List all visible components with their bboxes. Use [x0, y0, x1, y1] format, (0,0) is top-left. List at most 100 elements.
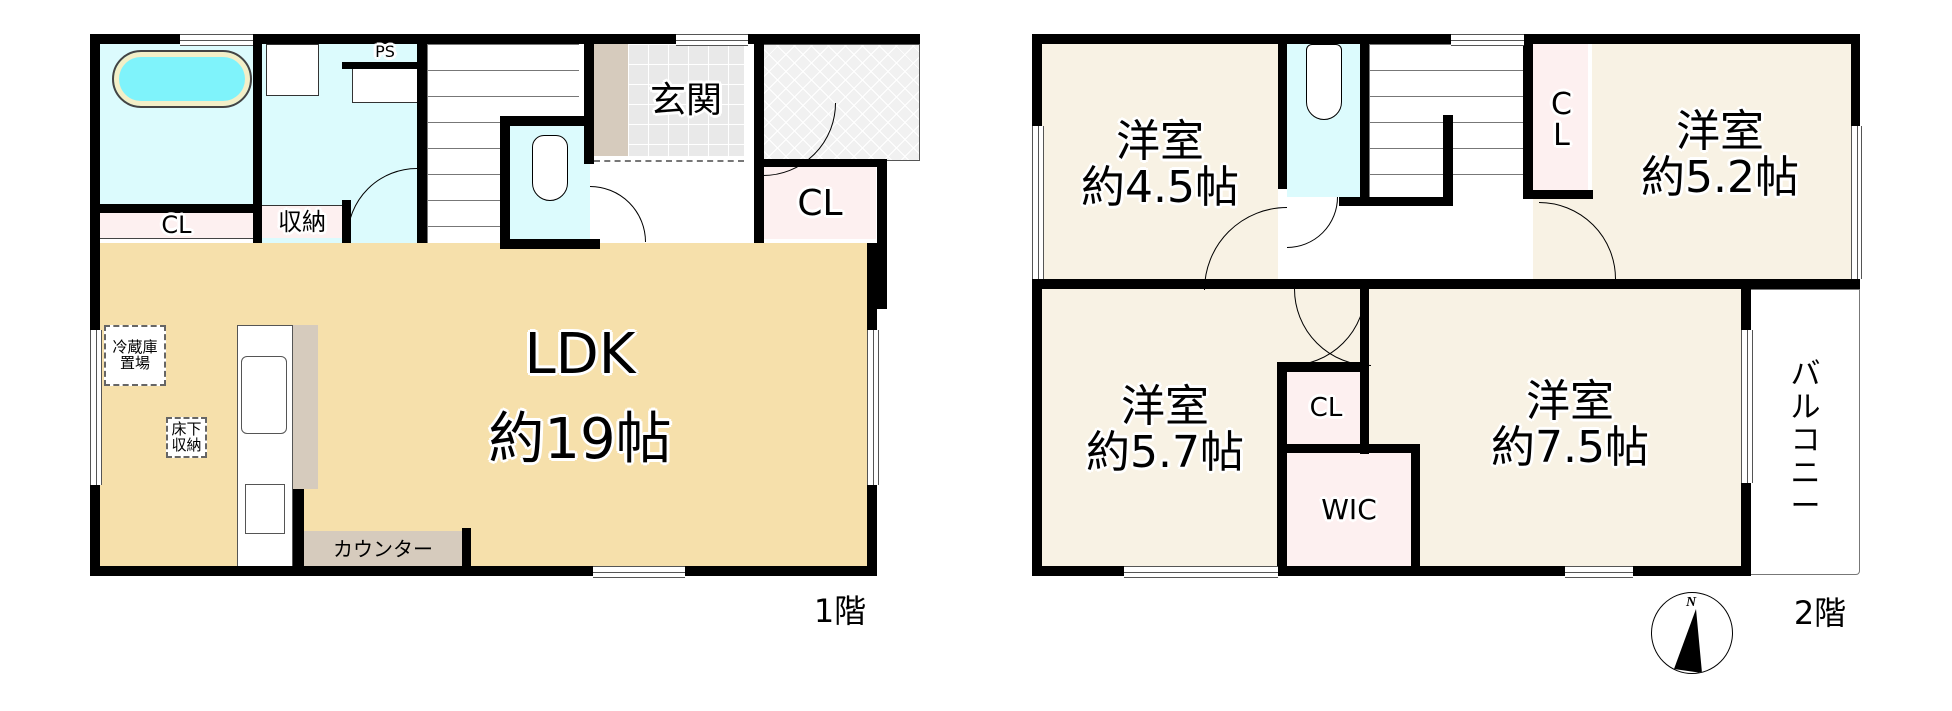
wall [754, 44, 764, 243]
room-7-5-text: 洋室 約7.5帖 [1491, 375, 1649, 473]
wall [1443, 115, 1453, 206]
walk-in-closet [1287, 453, 1411, 566]
window [676, 34, 748, 46]
wall [1277, 444, 1411, 453]
room-label-balcony: バ ル コ ニ ー [1751, 330, 1860, 550]
wall [1360, 34, 1369, 206]
door-swing[interactable] [1539, 202, 1616, 279]
genkan-area [628, 44, 744, 156]
ldk-size: 約19帖 [488, 406, 672, 472]
wic-label: WIC [1321, 492, 1377, 526]
window [1032, 126, 1044, 279]
door-swing[interactable] [1204, 207, 1287, 290]
storage-room [262, 205, 342, 238]
underfloor-label: 床下 収納 [171, 419, 202, 454]
window [90, 330, 102, 485]
wall [754, 159, 887, 167]
closet-entry-label: CL [797, 183, 843, 225]
genkan-label: 玄関 [649, 80, 722, 122]
counter-area [304, 531, 462, 568]
wall [90, 204, 262, 213]
window [180, 34, 253, 46]
floor2-caption-text: 2階 [1793, 594, 1847, 633]
fridge-space-label: 冷蔵庫 置場 [106, 327, 164, 384]
room-5-7-text: 洋室 約5.7帖 [1086, 380, 1244, 478]
toilet-bowl-2f [1306, 44, 1342, 120]
closet-b [1533, 44, 1590, 199]
room-label-ps: PS [352, 42, 418, 62]
wall [1277, 362, 1369, 372]
genkan-shoe-storage [594, 44, 628, 156]
room-label-closet-c: CL [1287, 372, 1365, 445]
wall [1032, 566, 1751, 576]
wall [1277, 362, 1287, 576]
room-label-5-2: 洋室 約5.2帖 [1600, 100, 1840, 210]
room-label-7-5: 洋室 約7.5帖 [1440, 370, 1700, 480]
ldk-area [96, 243, 876, 573]
room-label-4-5: 洋室 約4.5帖 [1042, 110, 1278, 220]
stove [245, 484, 285, 534]
wall [253, 44, 262, 243]
wall [1851, 34, 1860, 289]
room-label-ldk: LDK [450, 320, 710, 390]
toilet-bowl-1f [532, 135, 568, 201]
door-swing[interactable] [1289, 289, 1366, 366]
wall [500, 116, 510, 249]
wall [584, 44, 594, 164]
kitchen-backsplash [293, 325, 318, 489]
window [867, 330, 879, 485]
counter-text: カウンター [333, 537, 433, 561]
room-5-7 [1042, 289, 1368, 566]
wall [1523, 34, 1533, 199]
window [1851, 126, 1862, 279]
closet-bath-room [100, 213, 253, 239]
wall [500, 239, 600, 249]
north-arrow-icon [1674, 609, 1702, 673]
room-label-5-7: 洋室 約5.7帖 [1060, 375, 1270, 485]
entrance-porch [754, 44, 920, 161]
closet-c [1287, 372, 1365, 445]
room-label-wic: WIC [1287, 453, 1411, 566]
closet-entry-room [764, 167, 876, 239]
floor1-caption-text: 1階 [813, 592, 867, 631]
ldk-name: LDK [524, 321, 636, 387]
window [1124, 566, 1278, 578]
wall [1741, 289, 1751, 576]
balcony [1751, 289, 1860, 575]
room-label-closet-entry: CL [764, 177, 876, 231]
window [593, 566, 685, 578]
room-4-5 [1042, 44, 1278, 279]
room-label-genkan: 玄関 [628, 76, 744, 126]
ps-label: PS [375, 41, 395, 61]
closet-c-label: CL [1309, 392, 1343, 423]
wall [1032, 279, 1860, 289]
underfloor-storage [166, 417, 207, 458]
window [1451, 34, 1524, 46]
underfloor-storage-label: 床下 収納 [168, 419, 205, 456]
wall [1360, 279, 1369, 454]
sink [352, 64, 418, 103]
wall [1339, 197, 1453, 206]
door-swing[interactable] [1294, 289, 1371, 366]
closet-bath-label: CL [161, 211, 192, 240]
wall [500, 116, 594, 126]
washing-machine-space [266, 44, 319, 96]
door-swing[interactable] [1287, 197, 1338, 248]
wall [90, 34, 920, 44]
bathtub [112, 50, 252, 108]
stairs-2f [1369, 44, 1523, 197]
wall [1032, 34, 1042, 576]
closet-b-fill [1533, 44, 1592, 199]
toilet-2f [1287, 44, 1360, 197]
room-5-2 [1533, 44, 1851, 279]
wall [417, 44, 427, 243]
wall [342, 62, 417, 69]
wall [90, 566, 877, 576]
room-size-ldk: 約19帖 [440, 400, 720, 480]
compass-label: N [1686, 595, 1697, 610]
room-7-5 [1368, 289, 1741, 566]
hall-2f [1287, 197, 1523, 280]
wall [90, 34, 100, 576]
room-label-closet-b: C L [1533, 60, 1590, 180]
counter-label: カウンター [304, 531, 462, 568]
